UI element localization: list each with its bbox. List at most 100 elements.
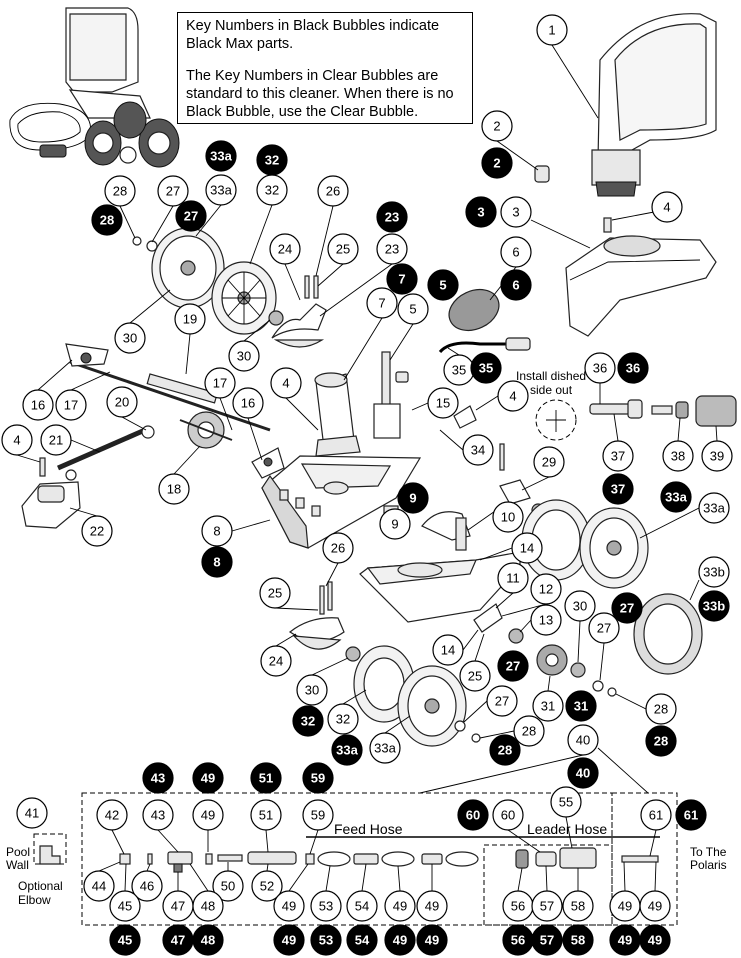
bubble-number: 61	[649, 808, 663, 823]
bubble-number: 34	[471, 443, 485, 458]
bubble-number: 8	[213, 524, 220, 539]
bubble-circle	[109, 890, 141, 922]
black-bubble-43: 43	[142, 762, 174, 794]
clear-bubble-24: 24	[260, 645, 292, 677]
clear-bubble-4: 4	[651, 191, 683, 223]
wheel-33a-left	[151, 227, 225, 309]
bubble-circle	[250, 762, 282, 794]
bubble-circle	[302, 762, 334, 794]
bubble-number: 59	[311, 808, 325, 823]
clear-bubble-34: 34	[462, 434, 494, 466]
bubble-number: 33b	[703, 599, 725, 614]
clear-bubble-4: 4	[1, 424, 33, 456]
clear-bubble-36: 36	[584, 352, 616, 384]
bubble-circle	[259, 577, 291, 609]
wheel-32-left	[211, 261, 277, 335]
bubble-number: 31	[574, 699, 588, 714]
bubble-number: 61	[684, 808, 698, 823]
clear-bubble-23: 23	[376, 233, 408, 265]
wheel-33a-right-back	[521, 499, 591, 581]
clear-bubble-30: 30	[228, 340, 260, 372]
bubble-circle	[562, 924, 594, 956]
bubble-circle	[40, 424, 72, 456]
elbow-label: Elbow	[18, 893, 51, 907]
bubble-number: 49	[393, 899, 407, 914]
clear-bubble-7: 7	[366, 287, 398, 319]
bubble-number: 40	[576, 766, 590, 781]
black-bubble-28: 28	[91, 204, 123, 236]
bubble-number: 14	[441, 643, 455, 658]
bubble-number: 8	[213, 555, 220, 570]
clear-bubble-3: 3	[500, 196, 532, 228]
part-3-top-cover	[565, 217, 717, 337]
bubble-number: 27	[166, 184, 180, 199]
clear-bubble-22: 22	[81, 515, 113, 547]
black-bubble-31: 31	[565, 690, 597, 722]
clear-bubble-10: 10	[492, 501, 524, 533]
clear-bubble-54: 54	[346, 890, 378, 922]
clear-bubble-49: 49	[416, 890, 448, 922]
bubble-number: 49	[425, 899, 439, 914]
part-15-plate	[453, 405, 477, 429]
black-bubble-51: 51	[250, 762, 282, 794]
bubble-number: 48	[201, 899, 215, 914]
bubble-circle	[142, 799, 174, 831]
bubble-number: 25	[468, 669, 482, 684]
bubble-number: 33a	[210, 149, 232, 164]
bubble-circle	[511, 532, 543, 564]
clear-bubble-49: 49	[192, 799, 224, 831]
black-bubble-28: 28	[645, 725, 677, 757]
clear-bubble-49: 49	[273, 890, 305, 922]
black-bubble-49: 49	[273, 924, 305, 956]
bubble-number: 22	[90, 524, 104, 539]
bubble-circle	[562, 890, 594, 922]
bubble-circle	[232, 387, 264, 419]
clear-bubble-11: 11	[497, 562, 529, 594]
clear-bubble-58: 58	[562, 890, 594, 922]
part-33b-tire-ring	[633, 593, 703, 675]
bubble-circle	[513, 715, 545, 747]
bubble-circle	[270, 367, 302, 399]
clear-bubble-27: 27	[486, 685, 518, 717]
clear-bubble-21: 21	[40, 424, 72, 456]
bubble-circle	[662, 440, 694, 472]
bubble-circle	[251, 870, 283, 902]
bubble-number: 47	[171, 933, 185, 948]
clear-bubble-20: 20	[106, 386, 138, 418]
bubble-circle	[96, 799, 128, 831]
bubble-circle	[565, 690, 597, 722]
clear-bubble-56: 56	[502, 890, 534, 922]
bubble-number: 39	[710, 449, 724, 464]
bubble-number: 30	[123, 331, 137, 346]
black-bubble-37: 37	[602, 473, 634, 505]
bubble-number: 28	[100, 213, 114, 228]
black-bubble-36: 36	[617, 352, 649, 384]
bubble-number: 48	[201, 933, 215, 948]
clear-bubble-14: 14	[511, 532, 543, 564]
clear-bubble-33b: 33b	[698, 556, 730, 588]
bubble-circle	[292, 705, 324, 737]
bubble-circle	[459, 660, 491, 692]
part-36-39-filter-assembly	[589, 395, 737, 427]
bubble-circle	[492, 799, 524, 831]
clear-bubble-39: 39	[701, 440, 733, 472]
black-bubble-32: 32	[256, 144, 288, 176]
clear-bubble-32: 32	[327, 703, 359, 735]
bubble-number: 30	[237, 349, 251, 364]
clear-bubble-4: 4	[497, 380, 529, 412]
bubble-number: 5	[409, 302, 416, 317]
bubble-number: 37	[611, 449, 625, 464]
bubble-number: 49	[201, 771, 215, 786]
clear-bubble-14: 14	[432, 634, 464, 666]
bubble-number: 49	[201, 808, 215, 823]
bubble-circle	[346, 924, 378, 956]
bubble-number: 28	[498, 743, 512, 758]
black-bubble-23: 23	[376, 201, 408, 233]
black-bubble-47: 47	[162, 924, 194, 956]
bubble-number: 11	[506, 571, 520, 586]
bubble-circle	[427, 387, 459, 419]
clear-bubble-45: 45	[109, 890, 141, 922]
bubble-circle	[533, 446, 565, 478]
feed-hose-label: Feed Hose	[334, 821, 403, 837]
